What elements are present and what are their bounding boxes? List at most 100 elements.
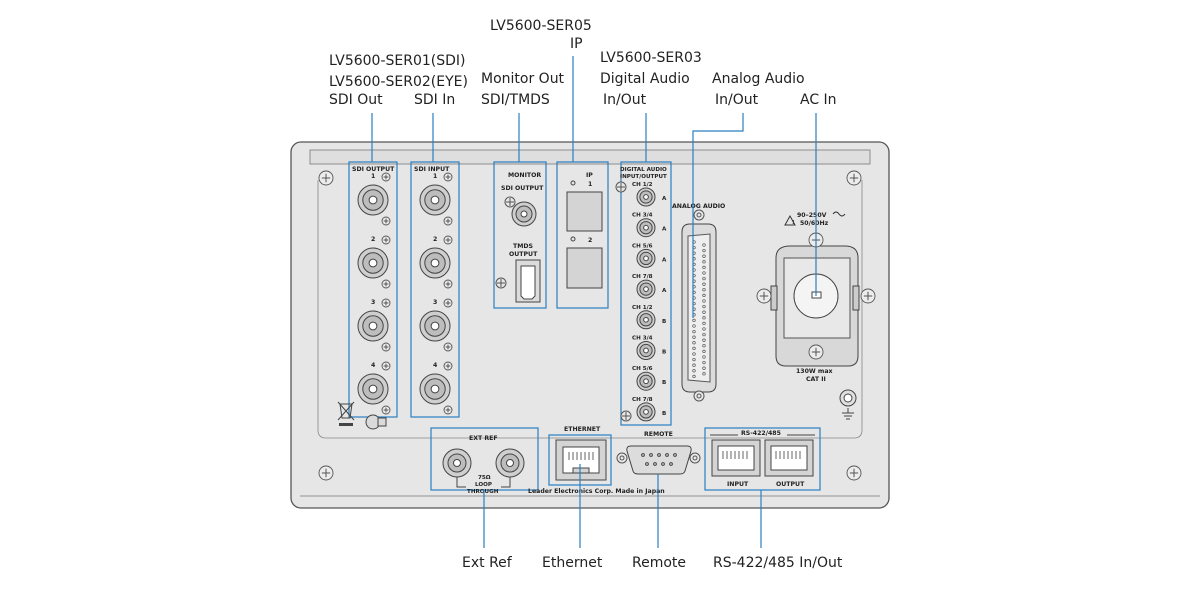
analog-audio-pin — [702, 254, 706, 258]
ac-power-label: 130W max — [796, 368, 833, 375]
analog-audio-pin — [692, 369, 696, 373]
digital-audio-connector[interactable] — [636, 279, 656, 299]
remote-pin — [641, 453, 645, 457]
ground-terminal[interactable] — [839, 389, 857, 407]
digital-audio-connector[interactable] — [636, 218, 656, 238]
sdi-input-port-connector-3[interactable] — [419, 310, 451, 342]
callout-digital-audio-line2: In/Out — [603, 92, 647, 108]
ext-ref-loop-label: LOOP — [475, 482, 492, 488]
sdi-input-port-connector-1[interactable] — [419, 184, 451, 216]
ethernet-section: ETHERNET — [548, 426, 612, 486]
monitor-section: MONITOR SDI OUTPUT TMDS OUTPUT — [493, 161, 547, 309]
rs422-output-port[interactable] — [764, 439, 814, 477]
rs422-section: RS-422/485 INPUT OUTPUT — [704, 427, 821, 491]
digital-audio-bank-label: B — [662, 411, 666, 417]
monitor-screw — [504, 196, 516, 208]
digital-audio-bank-label: B — [662, 319, 666, 325]
sdi-output-port-led-1 — [381, 172, 391, 182]
leader-lines — [371, 56, 817, 548]
analog-audio-pin — [702, 338, 706, 342]
ac-inlet-screw-3 — [756, 288, 772, 304]
sdi-input-box — [410, 161, 460, 418]
analog-audio-pin — [692, 363, 696, 367]
rs422-input-port[interactable] — [711, 439, 761, 477]
ac-voltage-label: 90–250V — [797, 212, 827, 219]
sdi-output-port-number-4: 4 — [371, 362, 376, 369]
digital-audio-channel-label: CH 7/8 — [632, 274, 653, 280]
monitor-box — [493, 161, 547, 309]
analog-audio-pin — [692, 335, 696, 339]
sdi-input-port-connector-4[interactable] — [419, 373, 451, 405]
sdi-input-port-led-4 — [443, 361, 453, 371]
remote-pin — [645, 462, 649, 466]
tmds-hdmi-port[interactable] — [515, 259, 541, 303]
monitor-sdi-connector[interactable] — [511, 201, 537, 227]
ext-ref-connector-1[interactable] — [442, 448, 472, 478]
sdi-input-port-connector-2[interactable] — [419, 247, 451, 279]
sdi-output-port-led-2 — [381, 235, 391, 245]
remote-pin — [673, 453, 677, 457]
digital-audio-bank-label: A — [662, 288, 667, 294]
ac-frequency-label: 50/60Hz — [800, 220, 829, 227]
digital-audio-bank-label: A — [662, 227, 667, 233]
analog-audio-pin — [702, 344, 706, 348]
ip-section: IP 1 2 — [556, 161, 609, 309]
corner-screw-2 — [846, 170, 862, 186]
sdi-output-port-connector-1[interactable] — [357, 184, 389, 216]
corner-screw-1 — [318, 170, 334, 186]
ext-ref-connector-2[interactable] — [495, 448, 525, 478]
remote-pin — [653, 462, 657, 466]
analog-audio-pin — [702, 288, 706, 292]
callout-sdi-in: SDI In — [414, 92, 455, 108]
sdi-input-port-screw-1 — [443, 216, 453, 226]
remote-pin — [649, 453, 653, 457]
ip-port-2-label: 2 — [588, 237, 592, 244]
sdi-output-port-connector-2[interactable] — [357, 247, 389, 279]
callout-digital-audio-line1: Digital Audio — [600, 71, 690, 87]
remote-screw-left — [616, 452, 628, 464]
ip-port-2[interactable] — [566, 247, 603, 289]
ext-ref-through-label: THROUGH — [467, 489, 499, 495]
ac-inlet-section: ! 90–250V 50/60Hz 130W max CAT II — [756, 211, 876, 420]
warning-mark: ! — [792, 220, 795, 226]
digital-audio-connector[interactable] — [636, 310, 656, 330]
digital-audio-connector[interactable] — [636, 371, 656, 391]
small-bnc-connector[interactable] — [365, 414, 387, 430]
digital-audio-connector[interactable] — [636, 402, 656, 422]
sdi-output-port-led-3 — [381, 298, 391, 308]
remote-dsub-port[interactable] — [626, 445, 692, 475]
sdi-input-port-number-3: 3 — [433, 299, 437, 306]
callout-ac-in: AC In — [800, 92, 837, 108]
ethernet-panel-label: ETHERNET — [564, 426, 601, 433]
tmds-label-line1: TMDS — [513, 243, 533, 250]
sdi-input-port-screw-3 — [443, 342, 453, 352]
ethernet-port[interactable] — [555, 439, 607, 481]
analog-audio-pin — [702, 271, 706, 275]
analog-audio-dsub-connector[interactable] — [681, 223, 717, 393]
corner-screw-4 — [846, 465, 862, 481]
sdi-output-port-connector-3[interactable] — [357, 310, 389, 342]
analog-audio-pin — [702, 316, 706, 320]
digital-audio-connector[interactable] — [636, 187, 656, 207]
analog-audio-pin — [702, 355, 706, 359]
remote-pin — [657, 453, 661, 457]
remote-pin — [665, 453, 669, 457]
digital-audio-connector[interactable] — [636, 341, 656, 360]
analog-audio-pin — [702, 276, 706, 281]
digital-audio-connector[interactable] — [636, 248, 656, 268]
digital-audio-bank-label: B — [662, 350, 666, 356]
ac-category-label: CAT II — [806, 376, 826, 383]
analog-audio-pin — [692, 341, 696, 345]
sdi-input-port-led-3 — [443, 298, 453, 308]
digital-audio-channel-label: CH 3/4 — [632, 213, 653, 219]
sdi-output-port-connector-4[interactable] — [357, 373, 389, 405]
ip-led-1 — [570, 180, 576, 186]
ip-port-1[interactable] — [566, 191, 603, 232]
callout-ip: IP — [570, 36, 583, 52]
sdi-input-port-screw-2 — [443, 279, 453, 289]
sdi-output-port-screw-3 — [381, 342, 391, 352]
ac-inlet-housing[interactable] — [770, 245, 860, 367]
analog-audio-screw-top — [693, 209, 705, 221]
